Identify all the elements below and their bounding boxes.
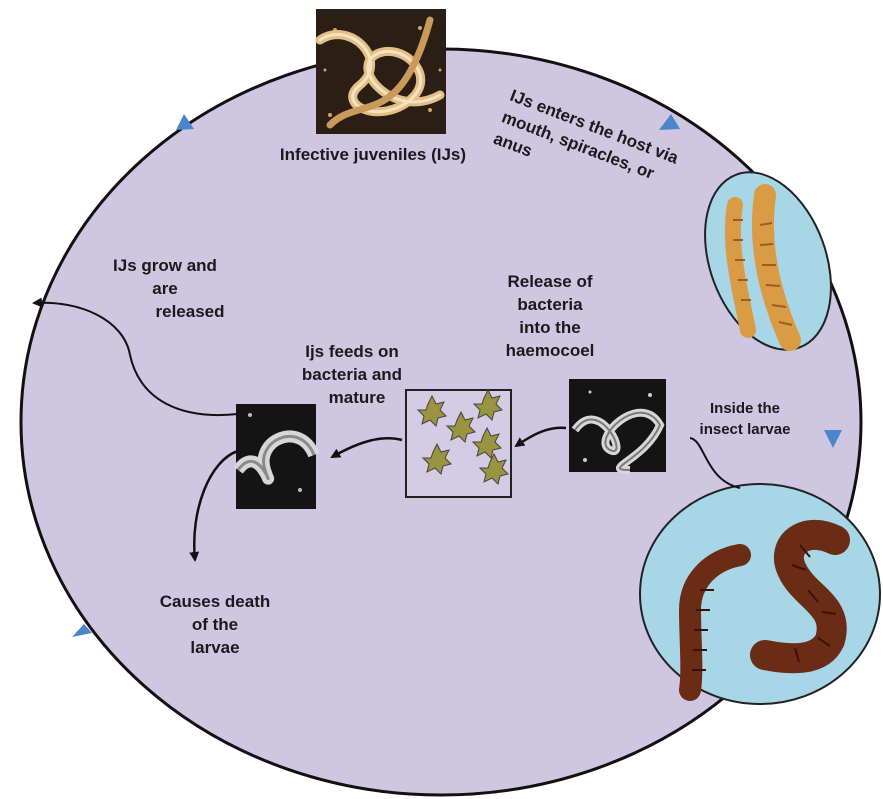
label-causes-death: Causes death of the larvae [140, 590, 290, 659]
label-line: bacteria and [282, 363, 422, 386]
label-ijs-feeds: Ijs feeds on bacteria and mature [282, 340, 422, 409]
label-line: mature [282, 386, 432, 409]
nematode-cluster-photo [316, 9, 446, 134]
label-line: Inside the [690, 398, 800, 419]
label-line: Causes death [140, 590, 290, 613]
label-line: larvae [140, 636, 290, 659]
label-infective-juveniles: Infective juveniles (IJs) [250, 143, 496, 166]
label-line: Ijs feeds on [282, 340, 422, 363]
label-line: haemocoel [480, 339, 620, 362]
label-line: are [100, 277, 230, 300]
label-line: into the [480, 316, 620, 339]
label-ijs-grow: IJs grow and are released [100, 254, 250, 323]
label-line: Release of [480, 270, 620, 293]
label-inside-larvae: Inside the insect larvae [690, 398, 810, 440]
label-line: bacteria [480, 293, 620, 316]
label-line: of the [140, 613, 290, 636]
nematode-micrograph [569, 379, 666, 472]
mature-nematode-micrograph [236, 404, 316, 509]
label-line: released [100, 300, 280, 323]
dark-larvae-photo [640, 484, 880, 704]
label-release-bacteria: Release of bacteria into the haemocoel [480, 270, 620, 362]
label-line: insect larvae [690, 419, 800, 440]
label-line: IJs grow and [100, 254, 230, 277]
